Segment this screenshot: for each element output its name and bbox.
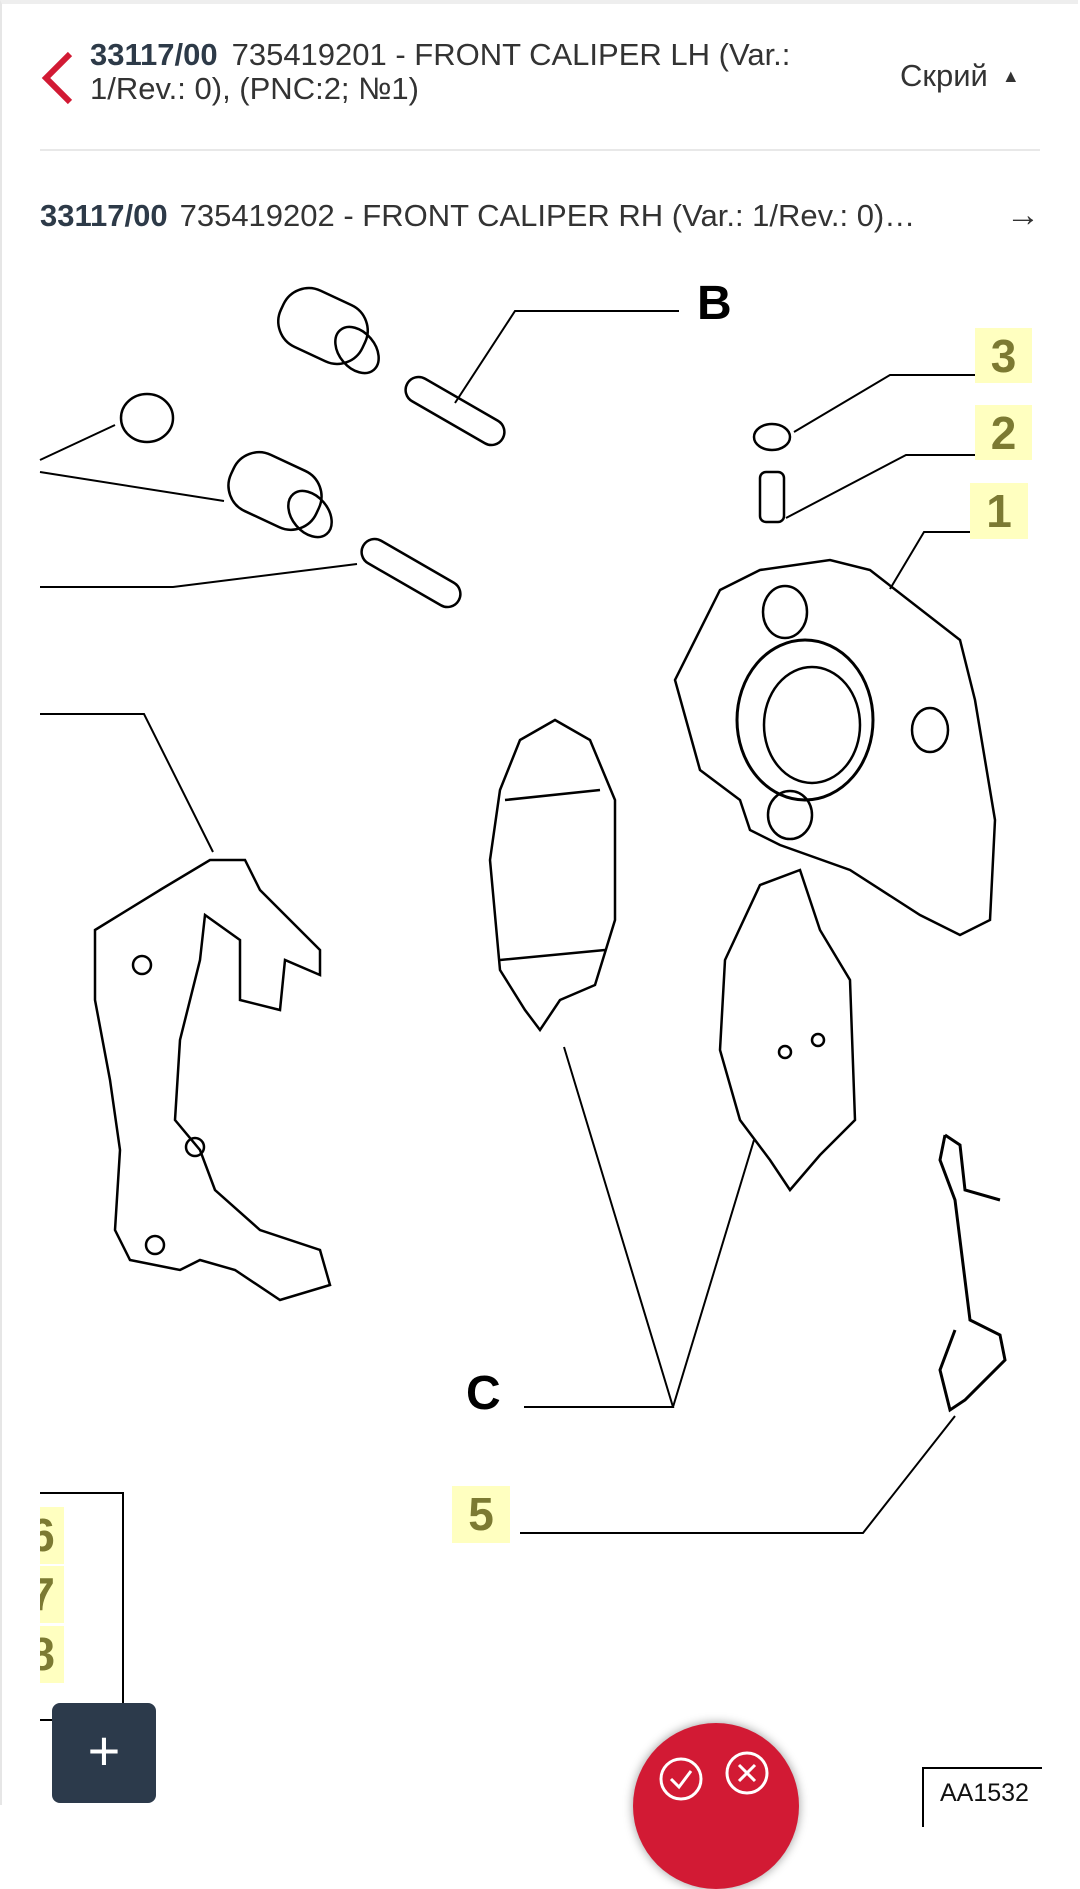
- next-part-code: 33117/00: [40, 198, 168, 233]
- arrow-right-icon: →: [1006, 196, 1040, 234]
- hide-toggle-button[interactable]: Скрий ▲: [900, 58, 1020, 94]
- bleeder-cap: [752, 422, 792, 452]
- next-part-title: 735419202 - FRONT CALIPER RH (Var.: 1/Re…: [179, 198, 916, 233]
- next-part-link[interactable]: 33117/00 735419202 - FRONT CALIPER RH (Va…: [40, 196, 1040, 234]
- brake-pad-outer: [718, 868, 857, 1193]
- hide-label: Скрий: [900, 58, 988, 93]
- zoom-in-button[interactable]: +: [52, 1703, 156, 1803]
- callout-2[interactable]: 2: [975, 405, 1032, 460]
- callout-7[interactable]: 7: [40, 1566, 64, 1623]
- callout-1[interactable]: 1: [970, 483, 1028, 539]
- part-title: 735419201 - FRONT CALIPER LH (Var.: 1/Re…: [90, 37, 791, 106]
- caret-up-icon: ▲: [1001, 66, 1020, 86]
- check-cross-icon: [659, 1751, 769, 1801]
- bleeder-screw: [758, 470, 786, 524]
- callout-8[interactable]: 8: [40, 1626, 64, 1683]
- select-parts-fab[interactable]: [633, 1723, 799, 1889]
- guide-pin-mid: [360, 537, 462, 609]
- guide-pin-top: [404, 375, 506, 447]
- group-letter-c: C: [466, 1367, 501, 1420]
- brake-pad-inner: [488, 718, 617, 1033]
- cap-small: [119, 392, 175, 444]
- group-letter-b: B: [697, 277, 732, 330]
- page-frame: [0, 0, 1078, 1805]
- exploded-parts-diagram: [39, 286, 1007, 1721]
- caliper-bracket: [93, 858, 332, 1302]
- diagram-reference: AA1532: [922, 1767, 1042, 1827]
- divider: [40, 149, 1040, 151]
- clipped-callouts: 6 7 8: [40, 1507, 64, 1683]
- part-code: 33117/00: [90, 37, 218, 72]
- bushing-mid: [227, 451, 333, 539]
- callout-5[interactable]: 5: [452, 1486, 510, 1543]
- caliper-body: [673, 558, 997, 937]
- bushing-top: [277, 286, 380, 375]
- spring-clip: [938, 1133, 1007, 1413]
- back-chevron-icon[interactable]: [38, 50, 78, 106]
- callout-6[interactable]: 6: [40, 1507, 64, 1564]
- callout-3[interactable]: 3: [975, 328, 1032, 383]
